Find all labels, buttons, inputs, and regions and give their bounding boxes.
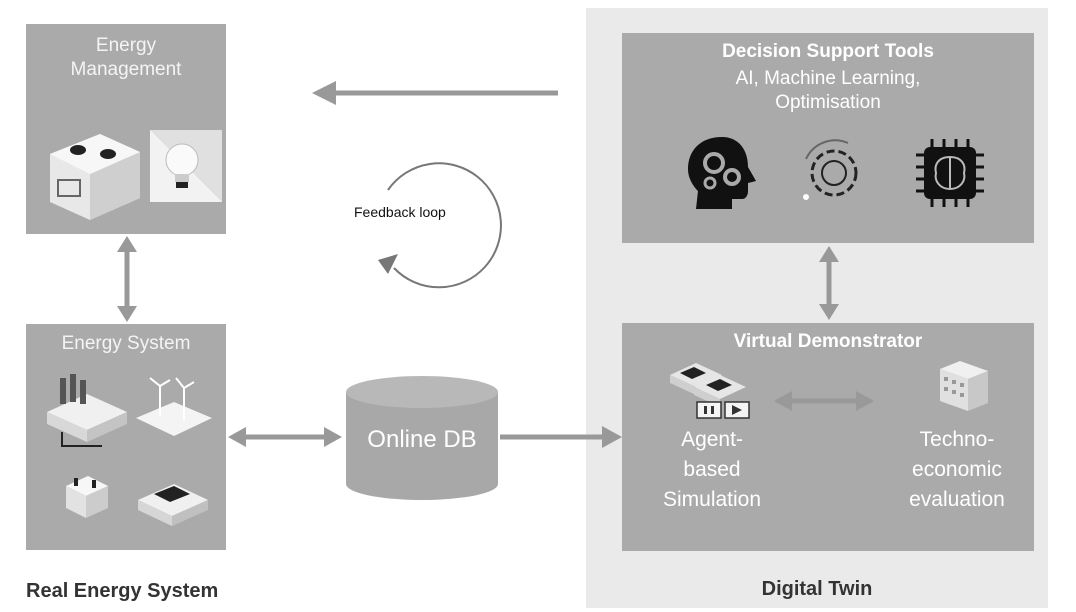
agent-sim-line3: Simulation	[662, 488, 762, 511]
energy-system-title: Energy System	[61, 333, 191, 354]
energy-management-title-line1: Energy	[95, 35, 157, 56]
feedback-loop-label: Feedback loop	[354, 204, 446, 220]
gear-cycle-icon	[803, 139, 858, 200]
agent-sim-line2: based	[683, 458, 741, 481]
techno-eval-line2: economic	[912, 458, 1002, 481]
wind-turbine-icon	[136, 377, 212, 436]
play-pause-icon	[696, 401, 750, 419]
houses-solar-icon	[670, 363, 746, 407]
brain-chip-icon	[916, 139, 984, 207]
switch-panel-icon	[50, 134, 140, 220]
power-plant-icon	[47, 374, 127, 447]
energy-system-box: Energy System	[26, 324, 226, 550]
energy-management-title-line2: Management	[70, 59, 182, 80]
digital-twin-caption: Digital Twin	[761, 578, 873, 600]
online-db-label: Online DB	[367, 426, 477, 453]
light-bulb-icon	[150, 130, 222, 202]
virtual-demonstrator-title: Virtual Demonstrator	[733, 331, 923, 352]
techno-eval-line3: evaluation	[909, 488, 1005, 511]
feedback-loop-cycle-icon	[378, 162, 502, 289]
techno-eval-line1: Techno-	[919, 428, 995, 451]
decision-support-box: Decision Support Tools AI, Machine Learn…	[622, 33, 1034, 243]
office-building-icon	[940, 361, 988, 411]
online-db-cylinder	[346, 376, 498, 500]
agent-sim-line1: Agent-	[681, 428, 743, 451]
decision-support-subtitle-line2: Optimisation	[775, 92, 881, 113]
decision-support-subtitle-line1: AI, Machine Learning,	[735, 68, 921, 89]
energy-management-box: Energy Management	[26, 24, 226, 234]
decision-support-title: Decision Support Tools	[722, 41, 934, 62]
solar-panel-icon	[138, 484, 208, 526]
battery-icon	[66, 476, 108, 518]
sim-eval-arrow	[774, 391, 874, 411]
feedback-loop: Feedback loop	[348, 150, 502, 300]
virtual-demonstrator-box: Virtual Demonstrator Agent- based Simula…	[622, 323, 1034, 551]
brain-gears-icon	[688, 137, 756, 209]
real-energy-system-caption: Real Energy System	[26, 580, 219, 602]
